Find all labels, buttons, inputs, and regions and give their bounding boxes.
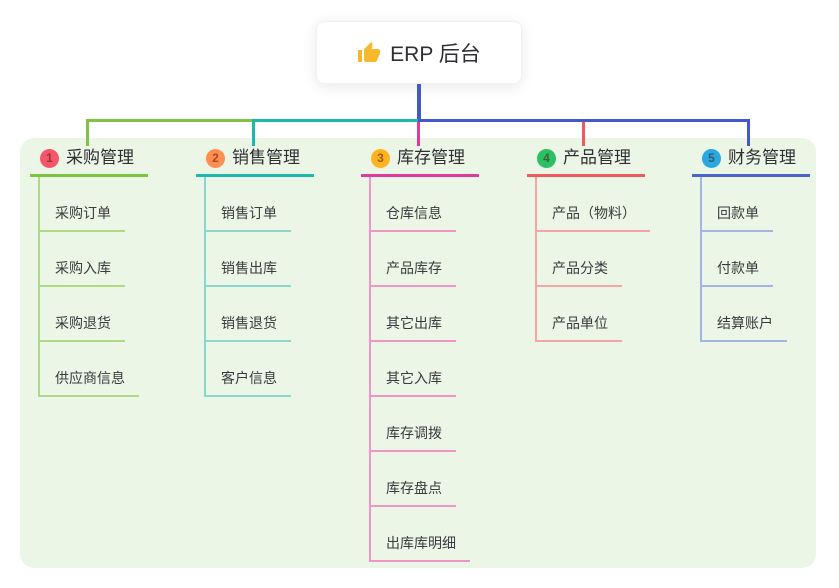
drop-branch2: [252, 119, 255, 146]
branch-sales: 2 销售管理 销售订单销售出库销售退货客户信息: [196, 146, 348, 397]
child-item-label: 库存调拨: [371, 423, 456, 452]
child-item-label: 回款单: [702, 203, 773, 232]
branch-purchase: 1 采购管理 采购订单采购入库采购退货供应商信息: [30, 146, 182, 397]
child-item[interactable]: 回款单: [702, 177, 787, 232]
child-item[interactable]: 销售订单: [206, 177, 291, 232]
child-item[interactable]: 供应商信息: [40, 342, 139, 397]
child-item-label: 销售订单: [206, 203, 291, 232]
child-item[interactable]: 采购订单: [40, 177, 139, 232]
child-item-label: 产品分类: [537, 258, 622, 287]
branch-number-badge: 1: [40, 148, 59, 168]
child-item-label: 销售出库: [206, 258, 291, 287]
root-title: ERP 后台: [390, 42, 481, 66]
child-item-label: 产品单位: [537, 313, 622, 342]
branch-inventory: 3 库存管理 仓库信息产品库存其它出库其它入库库存调拨库存盘点出库库明细: [361, 146, 513, 562]
branch-title: 采购管理: [66, 148, 134, 167]
branch-children: 回款单付款单结算账户: [700, 177, 787, 342]
bus-segment-green: [87, 119, 254, 122]
branch-header[interactable]: 4 产品管理: [527, 146, 645, 177]
branch-number-badge: 4: [537, 148, 556, 168]
child-item[interactable]: 库存盘点: [371, 452, 470, 507]
branch-children: 采购订单采购入库采购退货供应商信息: [38, 177, 139, 397]
child-item-label: 产品（物料）: [537, 203, 650, 232]
branch-header[interactable]: 1 采购管理: [30, 146, 148, 177]
child-item[interactable]: 采购入库: [40, 232, 139, 287]
thumbs-up-icon: [358, 41, 381, 62]
child-item[interactable]: 客户信息: [206, 342, 291, 397]
child-item-label: 供应商信息: [40, 368, 139, 397]
root-node[interactable]: ERP 后台: [316, 21, 522, 84]
branch-number-badge: 2: [206, 148, 225, 168]
drop-branch1: [86, 119, 89, 146]
child-item[interactable]: 其它出库: [371, 287, 470, 342]
branch-header[interactable]: 2 销售管理: [196, 146, 314, 177]
bus-segment-teal: [253, 119, 419, 122]
branch-header[interactable]: 3 库存管理: [361, 146, 479, 177]
drop-branch5: [747, 119, 750, 146]
child-item[interactable]: 库存调拨: [371, 397, 470, 452]
child-item[interactable]: 产品单位: [537, 287, 650, 342]
branch-title: 销售管理: [232, 148, 300, 167]
branch-title: 产品管理: [563, 148, 631, 167]
child-item-label: 出库库明细: [371, 533, 470, 562]
child-item[interactable]: 销售出库: [206, 232, 291, 287]
child-item-label: 结算账户: [702, 313, 787, 342]
branch-children: 仓库信息产品库存其它出库其它入库库存调拨库存盘点出库库明细: [369, 177, 470, 562]
drop-branch4: [582, 122, 585, 146]
bus-segment-blue: [418, 119, 750, 122]
child-item[interactable]: 销售退货: [206, 287, 291, 342]
child-item[interactable]: 采购退货: [40, 287, 139, 342]
branches-background-panel: [20, 138, 816, 568]
child-item-label: 付款单: [702, 258, 773, 287]
branch-header[interactable]: 5 财务管理: [692, 146, 810, 177]
branch-title: 库存管理: [397, 148, 465, 167]
child-item[interactable]: 仓库信息: [371, 177, 470, 232]
branch-number-badge: 5: [702, 148, 721, 168]
branch-product: 4 产品管理 产品（物料） 产品分类产品单位: [527, 146, 679, 342]
root-vertical-connector: [417, 84, 421, 122]
branch-children: 销售订单销售出库销售退货客户信息: [204, 177, 291, 397]
branch-number-badge: 3: [371, 148, 390, 168]
child-item-label: 仓库信息: [371, 203, 456, 232]
child-item-label: 采购退货: [40, 313, 125, 342]
child-item[interactable]: 出库库明细: [371, 507, 470, 562]
child-item-label: 采购入库: [40, 258, 125, 287]
child-item-label: 库存盘点: [371, 478, 456, 507]
child-item[interactable]: 其它入库: [371, 342, 470, 397]
child-item[interactable]: 结算账户: [702, 287, 787, 342]
child-item[interactable]: 产品（物料）: [537, 177, 650, 232]
child-item[interactable]: 付款单: [702, 232, 787, 287]
child-item-label: 销售退货: [206, 313, 291, 342]
branch-title: 财务管理: [728, 148, 796, 167]
child-item-label: 产品库存: [371, 258, 456, 287]
drop-branch3: [417, 122, 420, 146]
branch-finance: 5 财务管理 回款单付款单结算账户: [692, 146, 839, 342]
child-item-label: 其它出库: [371, 313, 456, 342]
branch-children: 产品（物料） 产品分类产品单位: [535, 177, 650, 342]
child-item[interactable]: 产品分类: [537, 232, 650, 287]
child-item-label: 采购订单: [40, 203, 125, 232]
child-item-label: 客户信息: [206, 368, 291, 397]
child-item-label: 其它入库: [371, 368, 456, 397]
child-item[interactable]: 产品库存: [371, 232, 470, 287]
